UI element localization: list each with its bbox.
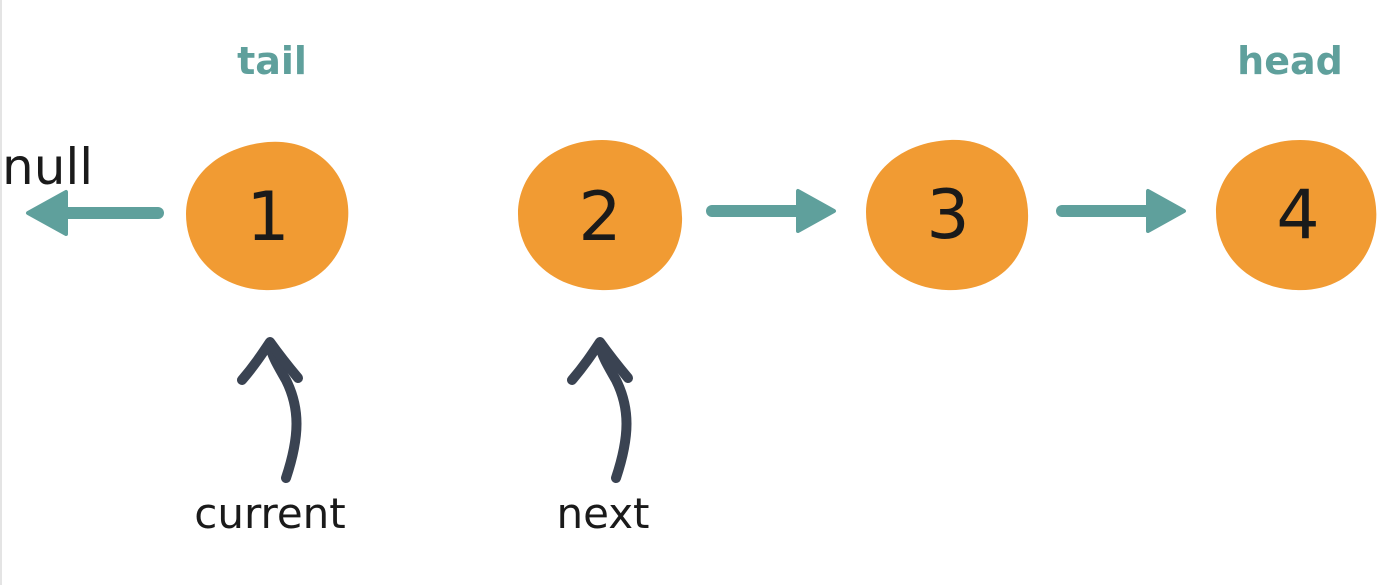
link-arrow-3-4: [1056, 189, 1186, 233]
list-node-4: 4: [1216, 140, 1377, 291]
current-pointer-label: current: [194, 489, 346, 538]
null-label: null: [2, 138, 93, 196]
link-arrow-2-3: [706, 189, 836, 233]
left-edge-line: [0, 0, 2, 585]
head-label: head: [1237, 39, 1343, 83]
list-node-2: 2: [518, 140, 683, 291]
list-node-3: 3: [866, 139, 1029, 291]
current-pointer-arrow: [237, 337, 303, 483]
node-value-4: 4: [1276, 176, 1319, 255]
node-value-1: 1: [246, 178, 289, 257]
tail-label: tail: [237, 39, 307, 83]
next-pointer-label: next: [556, 489, 649, 538]
null-arrow: [26, 190, 164, 236]
node-value-3: 3: [926, 176, 969, 255]
next-pointer-arrow: [567, 337, 633, 483]
list-node-1: 1: [186, 141, 349, 291]
node-value-2: 2: [578, 178, 621, 257]
